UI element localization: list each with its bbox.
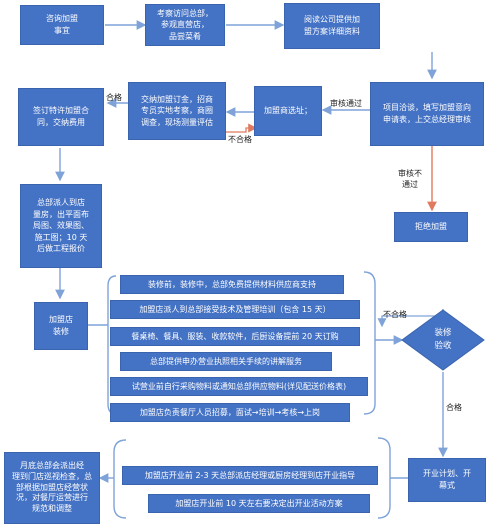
support-item-text: 装修前，装修中，总部免费提供材料供应商支持 <box>148 279 316 289</box>
node-reject: 拒绝加盟 <box>394 212 468 242</box>
node-visit-text: 考察访问总部， 参观直营店， 品尝菜肴 <box>157 8 213 41</box>
node-read-text: 阅读公司提供加 盟方案详细资料 <box>304 15 360 36</box>
node-site-select-text: 加盟商选址； <box>264 106 312 116</box>
support-item: 加盟店派人到总部接受技术及管理培训（包含 15 天） <box>110 300 360 319</box>
support-item-text: 加盟店派人到总部接受技术及管理培训（包含 15 天） <box>139 304 331 314</box>
node-deposit: 交纳加盟订金，招商 专员实地考察，商圈 调查，现场测量评估 <box>128 82 226 140</box>
support-item-text: 试营业前自行采购物料或通知总部供应物料(详见配送价格表) <box>131 381 347 391</box>
opening-item-text: 加盟店开业前 10 天左右要决定出开业活动方案 <box>175 498 343 508</box>
node-consult-text: 咨询加盟 事宜 <box>46 14 78 35</box>
node-read: 阅读公司提供加 盟方案详细资料 <box>284 3 380 49</box>
node-apply: 项目洽谈，填写加盟意向 申请表，上交总经理审核 <box>370 82 484 146</box>
opening-bracket-left <box>113 439 127 519</box>
node-followup-text: 月底总部会派出经 理到门店巡视检查，总 部根据加盟店经营状 况，对餐厅运营进行 … <box>12 461 92 514</box>
label-review-fail: 审核不 通过 <box>398 169 422 190</box>
support-item-text: 餐桌椅、餐具、服装、收款软件，后厨设备提前 20 天订购 <box>131 331 339 341</box>
node-opening: 开业计划、开 幕式 <box>408 458 486 502</box>
node-inspection-text: 装修 验收 <box>434 328 452 351</box>
node-renovate-text: 加盟店 装修 <box>49 315 73 336</box>
label-qualified-sign: 合格 <box>106 93 122 102</box>
node-apply-text: 项目洽谈，填写加盟意向 申请表，上交总经理审核 <box>383 103 471 124</box>
node-deposit-text: 交纳加盟订金，招商 专员实地考察，商圈 调查，现场测量评估 <box>141 94 213 127</box>
node-sign-text: 签订特许加盟合 同，交纳费用 <box>33 106 89 127</box>
opening-item: 加盟店开业前 2-3 天总部派店经理或厨房经理到店开业指导 <box>122 466 378 485</box>
node-renovate: 加盟店 装修 <box>34 302 88 350</box>
support-item-text: 加盟店负责餐厅人员招募，面试→培训→考核→上岗 <box>139 407 321 417</box>
node-visit: 考察访问总部， 参观直营店， 品尝菜肴 <box>145 4 225 46</box>
node-reject-text: 拒绝加盟 <box>415 222 447 232</box>
label-inspect-fail: 不合格 <box>383 310 407 319</box>
diamond-shape <box>401 309 485 371</box>
opening-bracket-right <box>377 437 391 519</box>
label-unqualified-site: 不合格 <box>228 135 252 144</box>
support-item: 试营业前自行采购物料或通知总部供应物料(详见配送价格表) <box>110 377 368 396</box>
support-item-text: 总部提供申办营业执照相关手续的讲解服务 <box>150 356 302 366</box>
support-item: 总部提供申办营业执照相关手续的讲解服务 <box>120 352 332 371</box>
node-inspection: 装修 验收 <box>401 309 485 371</box>
node-site-select: 加盟商选址； <box>254 86 322 136</box>
label-inspect-pass: 合格 <box>446 403 462 412</box>
label-approved: 审核通过 <box>330 99 362 108</box>
arrow-deposit-back-unqualified <box>226 123 258 133</box>
node-opening-text: 开业计划、开 幕式 <box>423 469 471 490</box>
node-survey: 总部派人到店 量房，出平面布 局图、效果图、 施工图；10 天 后做工程报价 <box>20 184 102 268</box>
node-sign: 签订特许加盟合 同，交纳费用 <box>18 88 104 146</box>
support-bracket-right <box>363 271 376 415</box>
support-item: 装修前，装修中，总部免费提供材料供应商支持 <box>120 275 344 294</box>
support-item: 餐桌椅、餐具、服装、收款软件，后厨设备提前 20 天订购 <box>110 327 360 346</box>
node-followup: 月底总部会派出经 理到门店巡视检查，总 部根据加盟店经营状 况，对餐厅运营进行 … <box>4 452 100 524</box>
node-survey-text: 总部派人到店 量房，出平面布 局图、效果图、 施工图；10 天 后做工程报价 <box>33 198 89 254</box>
opening-item-text: 加盟店开业前 2-3 天总部派店经理或厨房经理到店开业指导 <box>144 470 356 480</box>
opening-item: 加盟店开业前 10 天左右要决定出开业活动方案 <box>148 494 370 513</box>
node-consult: 咨询加盟 事宜 <box>20 5 104 45</box>
support-item: 加盟店负责餐厅人员招募，面试→培训→考核→上岗 <box>110 403 350 422</box>
